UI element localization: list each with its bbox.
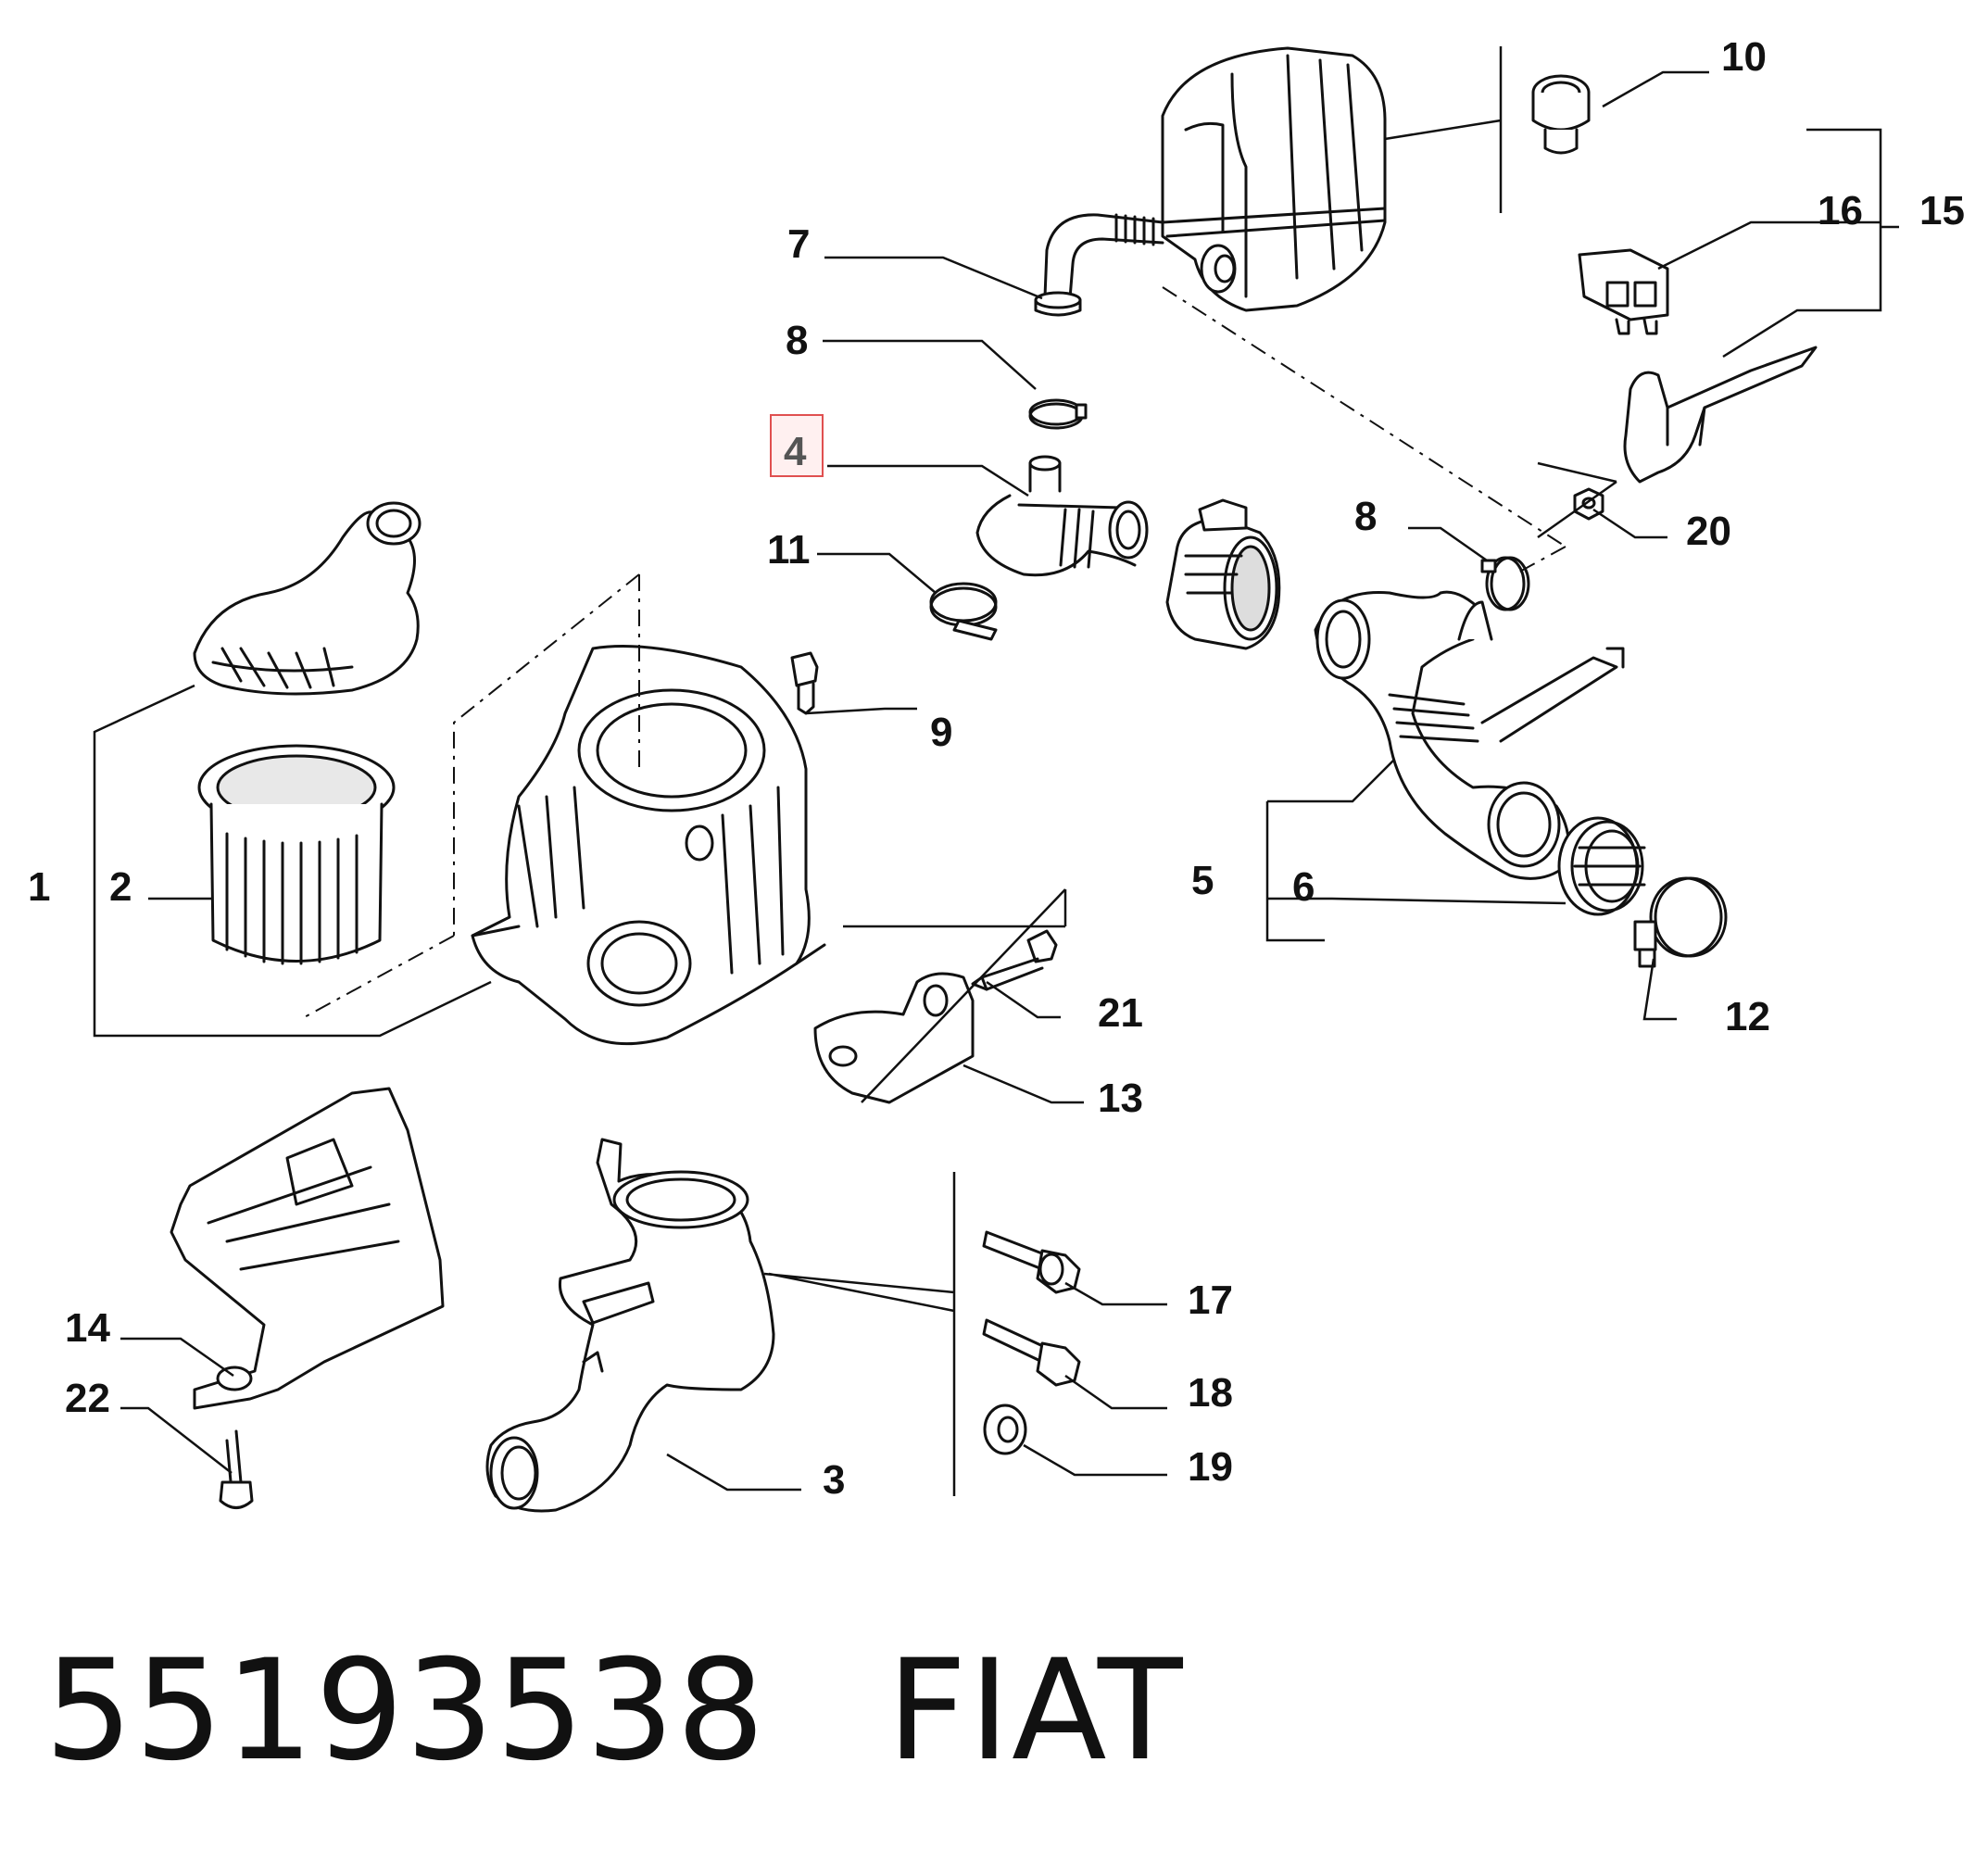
- part-5-duct: [1314, 590, 1625, 880]
- callout-19: 19: [1188, 1444, 1233, 1490]
- part-11-clamp: [929, 582, 998, 641]
- callout-8-upper: 8: [786, 318, 808, 363]
- part-2-filter: [197, 744, 396, 965]
- callout-1: 1: [28, 864, 50, 910]
- callout-21: 21: [1098, 990, 1143, 1036]
- leader-lines: [93, 46, 1899, 1496]
- callout-4: 4: [784, 429, 807, 474]
- part-18-bolt: [982, 1318, 1081, 1387]
- callout-13: 13: [1098, 1076, 1143, 1121]
- callout-8-right: 8: [1354, 494, 1377, 539]
- part-8-clamp-upper: [1028, 398, 1088, 430]
- part-16-connector: [1578, 248, 1669, 335]
- callout-18: 18: [1188, 1370, 1233, 1416]
- part-15-bracket: [1623, 346, 1818, 484]
- part-17-bolt: [982, 1230, 1081, 1294]
- callout-11: 11: [767, 527, 811, 573]
- dashed-guide-lines: [300, 286, 1566, 1020]
- callout-14: 14: [65, 1305, 110, 1351]
- callout-7: 7: [787, 221, 810, 267]
- caption: 55193538 FIAT: [44, 1630, 1185, 1792]
- part-8-clamp-right: [1480, 556, 1530, 611]
- part-14-shield: [170, 1087, 445, 1410]
- callout-3: 3: [823, 1457, 845, 1503]
- part-10-grommet: [1531, 74, 1591, 155]
- callout-10: 10: [1721, 34, 1767, 80]
- part-19-washer: [983, 1404, 1027, 1455]
- callout-17: 17: [1188, 1278, 1233, 1323]
- callout-16: 16: [1818, 188, 1863, 233]
- brand-name: FIAT: [887, 1630, 1185, 1792]
- callout-20: 20: [1686, 509, 1731, 554]
- callout-15: 15: [1919, 188, 1965, 233]
- callout-2: 2: [109, 864, 132, 910]
- resonator-box: [1161, 46, 1387, 312]
- part-4-pipe: [975, 455, 1149, 577]
- part-21-screw: [971, 929, 1058, 991]
- airbox-housing: [471, 645, 826, 1046]
- callout-22: 22: [65, 1376, 110, 1421]
- part-3-duct: [485, 1138, 775, 1513]
- part-7-hose: [1034, 213, 1164, 317]
- part-13-bracket: [813, 972, 975, 1104]
- callouts: 10 7 16 15 8 4 8 20 11 9 1 2 5 6 21 12 1…: [28, 34, 1965, 1503]
- callout-6: 6: [1292, 864, 1315, 910]
- part-9-screw: [790, 651, 819, 715]
- part-12-clamp: [1633, 876, 1728, 968]
- part-22-screw: [219, 1429, 254, 1509]
- callout-9: 9: [930, 710, 952, 755]
- part-6-sleeve: [1557, 816, 1646, 916]
- air-flow-sensor: [1165, 498, 1281, 650]
- intake-cover: [193, 501, 422, 696]
- part-number: 55193538: [44, 1630, 767, 1792]
- callout-5: 5: [1191, 858, 1214, 903]
- callout-12: 12: [1725, 994, 1770, 1039]
- callout-4-highlight: [770, 414, 824, 477]
